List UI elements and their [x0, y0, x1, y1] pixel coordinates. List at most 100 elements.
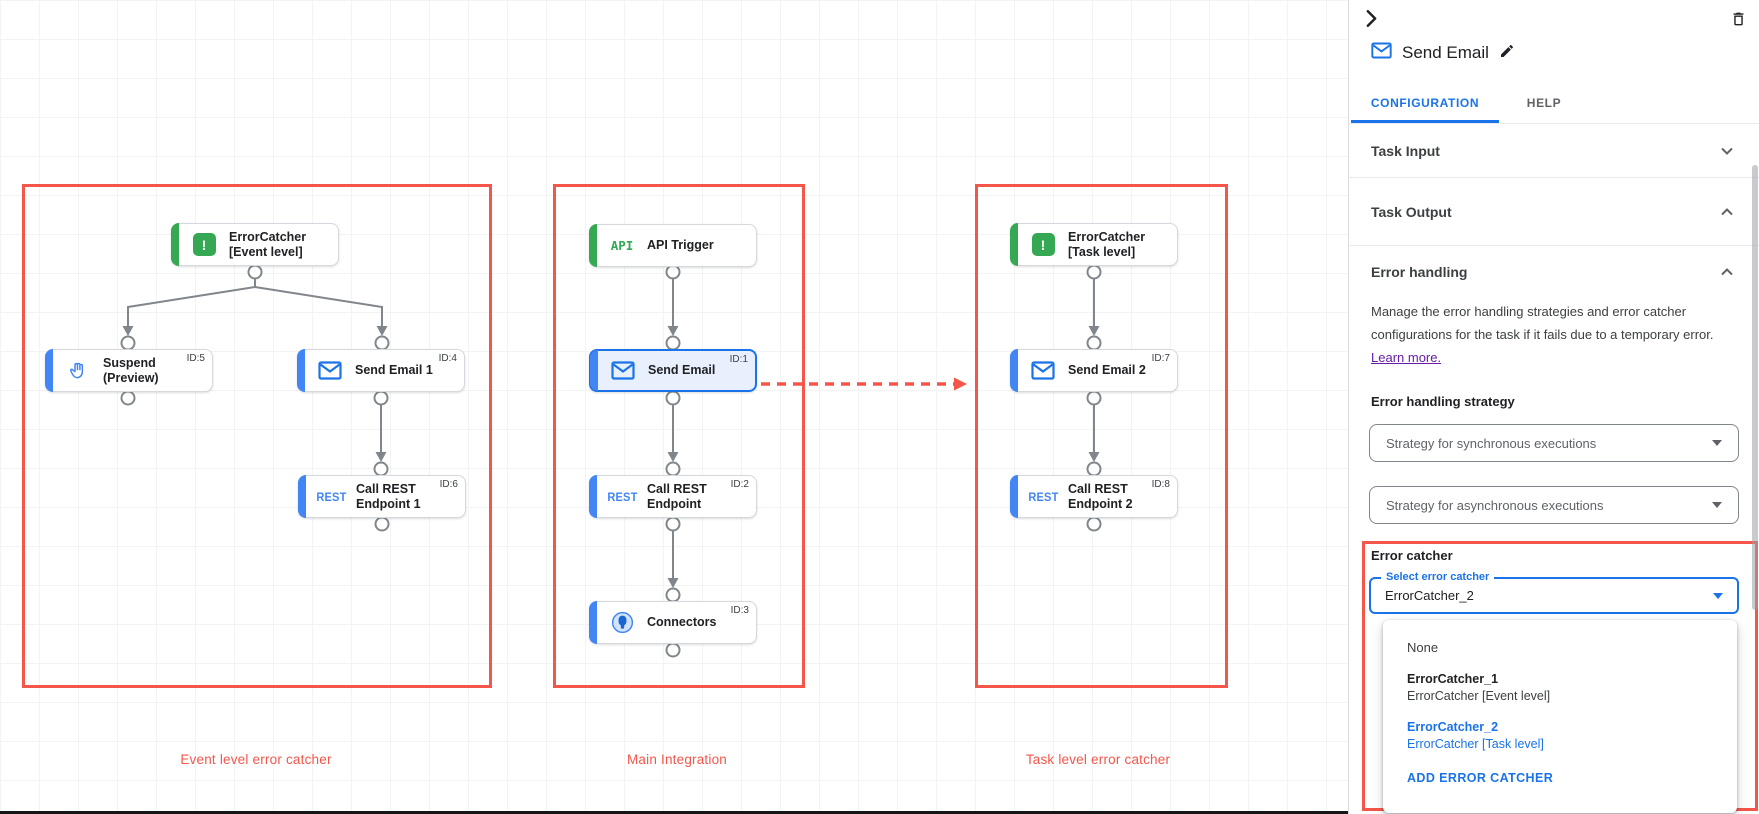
mail-icon: [313, 361, 347, 380]
node-accent-bar: [45, 349, 53, 392]
node-connectors[interactable]: Connectors ID:3: [589, 601, 757, 644]
node-id: ID:5: [186, 353, 205, 364]
node-label: API Trigger: [647, 238, 714, 253]
menu-item-subtitle: ErrorCatcher [Task level]: [1407, 737, 1544, 751]
section-label: Error handling: [1371, 264, 1468, 280]
dropdown-value: Strategy for synchronous executions: [1386, 435, 1597, 451]
node-suspend[interactable]: Suspend (Preview) ID:5: [45, 349, 213, 392]
node-send-email-2[interactable]: Send Email 2 ID:7: [1010, 349, 1178, 392]
menu-item-none[interactable]: None: [1407, 640, 1439, 655]
panel-tabs: CONFIGURATION HELP: [1349, 86, 1759, 124]
group-main-integration-frame: [553, 184, 805, 688]
caption-task-level: Task level error catcher: [1025, 752, 1171, 767]
active-tab-underline: [1351, 120, 1499, 123]
menu-item-title: ErrorCatcher_2: [1407, 720, 1499, 734]
node-id: ID:7: [1151, 353, 1170, 364]
delete-task-trash-icon[interactable]: [1730, 10, 1747, 33]
node-errorcatcher-event[interactable]: ! ErrorCatcher [Event level]: [171, 223, 339, 266]
node-label: ErrorCatcher [Task level]: [1068, 229, 1146, 259]
mail-icon: [606, 361, 640, 380]
node-accent-bar: [1010, 349, 1018, 392]
node-errorcatcher-task[interactable]: ! ErrorCatcher [Task level]: [1010, 223, 1178, 266]
task-config-panel: Send Email CONFIGURATION HELP Task Input…: [1348, 0, 1759, 814]
rest-icon: REST: [315, 489, 347, 504]
node-send-email-selected[interactable]: Send Email ID:1: [589, 349, 757, 392]
rest-icon: REST: [1027, 489, 1059, 504]
node-label: Send Email: [648, 363, 716, 378]
node-accent-bar: [590, 350, 598, 391]
section-error-handling[interactable]: Error handling: [1349, 246, 1759, 298]
tab-configuration[interactable]: CONFIGURATION: [1370, 96, 1480, 110]
error-catcher-label: Error catcher: [1371, 548, 1453, 563]
menu-item-errorcatcher-2[interactable]: ErrorCatcher_2 ErrorCatcher [Task level]: [1407, 720, 1737, 751]
select-value: ErrorCatcher_2: [1385, 588, 1474, 603]
menu-item-errorcatcher-1[interactable]: ErrorCatcher_1 ErrorCatcher [Event level…: [1407, 672, 1737, 703]
group-event-level-frame: [22, 184, 492, 688]
node-accent-bar: [171, 223, 179, 266]
mail-icon: [1026, 361, 1060, 380]
node-id: ID:1: [729, 354, 748, 365]
dropdown-arrow-icon: [1712, 440, 1722, 446]
node-label: Send Email 2: [1068, 363, 1146, 378]
node-accent-bar: [589, 224, 597, 267]
collapse-panel-chevron-icon[interactable]: [1365, 10, 1378, 32]
dropdown-value: Strategy for asynchronous executions: [1386, 497, 1604, 513]
node-accent-bar: [1010, 223, 1018, 266]
error-catcher-icon: !: [192, 233, 216, 256]
connectors-icon: [605, 611, 639, 634]
section-label: Task Input: [1371, 142, 1440, 159]
node-label: Connectors: [647, 615, 717, 630]
node-accent-bar: [297, 349, 305, 392]
node-id: ID:8: [1151, 479, 1170, 490]
caption-main-integration: Main Integration: [626, 752, 727, 767]
select-floating-label: Select error catcher: [1381, 571, 1495, 583]
node-call-rest-endpoint-1[interactable]: REST Call REST Endpoint 1 ID:6: [298, 475, 466, 518]
select-error-catcher-dropdown[interactable]: Select error catcher ErrorCatcher_2: [1369, 571, 1739, 614]
node-send-email-1[interactable]: Send Email 1 ID:4: [297, 349, 465, 392]
node-id: ID:4: [438, 353, 457, 364]
error-handling-strategy-label: Error handling strategy: [1371, 394, 1515, 409]
node-id: ID:3: [730, 605, 749, 616]
chevron-up-icon: [1721, 268, 1733, 276]
add-error-catcher-button[interactable]: ADD ERROR CATCHER: [1407, 771, 1554, 785]
node-label: ErrorCatcher [Event level]: [229, 229, 307, 259]
dropdown-arrow-icon: [1713, 592, 1723, 599]
panel-scrollbar[interactable]: [1752, 165, 1758, 610]
api-icon: API: [610, 238, 634, 253]
node-label: Call REST Endpoint 1: [356, 481, 421, 511]
mail-icon: [1371, 42, 1392, 64]
caption-event-level: Event level error catcher: [180, 752, 332, 767]
task-title: Send Email: [1402, 43, 1489, 62]
menu-item-subtitle: ErrorCatcher [Event level]: [1407, 689, 1551, 703]
error-catcher-icon: !: [1031, 233, 1055, 256]
node-label: Call REST Endpoint 2: [1068, 481, 1133, 511]
section-task-output[interactable]: Task Output: [1349, 178, 1759, 246]
node-call-rest-endpoint[interactable]: REST Call REST Endpoint ID:2: [589, 475, 757, 518]
section-label: Task Output: [1371, 203, 1452, 220]
node-accent-bar: [589, 475, 597, 518]
flow-connectors: [120, 254, 1102, 658]
sync-strategy-dropdown[interactable]: Strategy for synchronous executions: [1369, 424, 1739, 462]
group-task-level-frame: [975, 184, 1228, 688]
hand-icon: [61, 360, 95, 381]
dropdown-arrow-icon: [1712, 502, 1722, 508]
node-accent-bar: [589, 601, 597, 644]
chevron-down-icon: [1721, 147, 1733, 155]
async-strategy-dropdown[interactable]: Strategy for asynchronous executions: [1369, 486, 1739, 524]
learn-more-link[interactable]: Learn more.: [1371, 350, 1442, 365]
edit-title-pencil-icon[interactable]: [1499, 43, 1515, 64]
rest-icon: REST: [606, 489, 638, 504]
section-task-input[interactable]: Task Input: [1349, 124, 1759, 178]
menu-item-title: ErrorCatcher_1: [1407, 672, 1499, 686]
node-label: Call REST Endpoint: [647, 481, 707, 511]
node-call-rest-endpoint-2[interactable]: REST Call REST Endpoint 2 ID:8: [1010, 475, 1178, 518]
node-accent-bar: [298, 475, 306, 518]
tab-help[interactable]: HELP: [1526, 96, 1562, 110]
node-label: Suspend (Preview): [103, 355, 159, 385]
integration-canvas[interactable]: ! ErrorCatcher [Event level] Suspend (Pr…: [0, 0, 1643, 814]
error-handling-description: Manage the error handling strategies and…: [1371, 304, 1714, 365]
node-label: Send Email 1: [355, 363, 433, 378]
chevron-up-icon: [1721, 207, 1733, 215]
node-api-trigger[interactable]: API API Trigger: [589, 224, 757, 267]
